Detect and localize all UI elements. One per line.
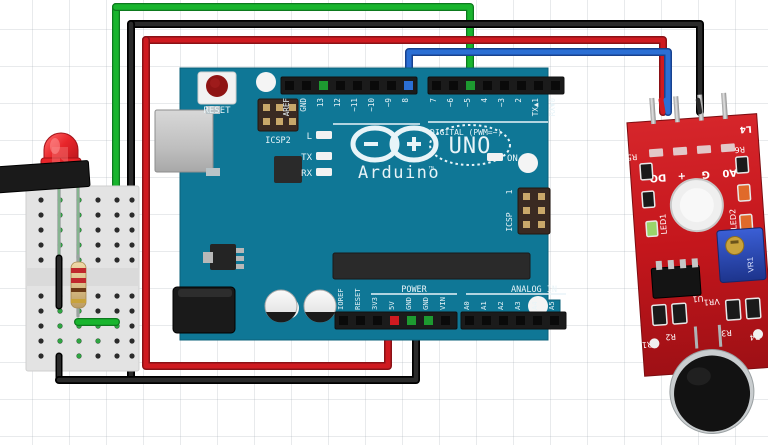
pin-label-2: 2 xyxy=(514,98,523,103)
pin-label-5: ~5 xyxy=(463,98,472,107)
pin-label-6: ~6 xyxy=(446,98,455,108)
mounting-hole-right xyxy=(518,153,538,173)
power-pin-labels: IOREF RESET 3V3 5V GND GND VIN xyxy=(336,288,447,310)
led-label-rx: RX xyxy=(301,169,312,179)
sensor-pin-label-do: DO xyxy=(649,171,667,183)
reset-label: RESET xyxy=(203,106,231,116)
arduino-trademark: ™ xyxy=(428,165,434,174)
sensor-pin-label-plus: + xyxy=(677,170,686,182)
sensor-ref-u1: U1 xyxy=(692,294,704,304)
digital-header-label: DIGITAL (PWM=~) xyxy=(430,128,502,137)
arduino-uno-board: RESET ICSP2 xyxy=(154,67,567,341)
analog-header[interactable] xyxy=(460,311,567,330)
pin-label-gnd: GND xyxy=(299,98,308,112)
power-header[interactable] xyxy=(334,311,458,330)
sensor-right-components xyxy=(734,155,754,231)
icsp-pin1-label: 1 xyxy=(505,189,514,194)
red-power-wire xyxy=(142,36,667,370)
icsp2-label: ICSP2 xyxy=(265,136,291,146)
microcontroller-chip xyxy=(332,252,531,280)
power-jack xyxy=(172,286,236,334)
pin-label-4: 4 xyxy=(480,98,489,103)
power-pin-gnd2: GND xyxy=(421,297,430,310)
usb-interface-chip xyxy=(274,156,302,183)
sensor-left-components xyxy=(639,162,659,238)
sensor-ref-r6: R6 xyxy=(734,145,745,155)
pin-label-13: 13 xyxy=(316,98,325,107)
sound-sensor-module: DO + G A0 xyxy=(0,92,768,435)
capacitors xyxy=(264,289,337,323)
pin-label-12: 12 xyxy=(333,98,342,107)
digital-pin-labels-left: AREF GND 13 12 ~11 ~10 ~9 8 xyxy=(282,98,410,117)
sensor-pin-label-a0: A0 xyxy=(722,166,737,178)
voltage-regulator xyxy=(210,244,236,270)
icsp2-header xyxy=(257,98,299,132)
sensor-ref-r3: R3 xyxy=(721,328,732,338)
power-pin-gnd1: GND xyxy=(404,297,413,310)
sensor-ref-led1: LED1 xyxy=(658,213,668,234)
sensor-ref-vr1: VR1 xyxy=(703,297,720,307)
pin-label-aref: AREF xyxy=(282,98,291,117)
sensor-bottom-components xyxy=(651,297,762,327)
sensor-ref-l4: L4 xyxy=(739,123,752,134)
mounting-hole-bottom-right xyxy=(528,296,548,316)
sensor-header-pins[interactable] xyxy=(649,92,728,125)
analog-pin-a5: A5 xyxy=(547,301,556,310)
analog-pin-a1: A1 xyxy=(479,301,488,310)
power-pin-reset: RESET xyxy=(353,288,362,310)
status-leds: L TX RX ON xyxy=(301,123,518,179)
pin-label-8: 8 xyxy=(401,98,410,103)
resistor xyxy=(70,254,87,318)
icsp-label: ICSP xyxy=(505,212,514,231)
sensor-comparator-ic xyxy=(650,258,702,299)
digital-header-left[interactable] xyxy=(280,76,418,95)
arduino-brand-text: Arduino xyxy=(358,163,440,183)
pin-label-rx0: RX▼0 xyxy=(548,98,557,117)
pin-label-3: ~3 xyxy=(497,98,506,107)
analog-pin-a3: A3 xyxy=(513,301,522,310)
pin-label-tx1: TX▲1 xyxy=(531,98,540,117)
digital-pin-labels-right: 7 ~6 ~5 4 ~3 2 TX▲1 RX▼0 xyxy=(429,98,557,117)
sensor-potentiometer[interactable]: VR1 xyxy=(716,227,767,283)
power-header-label: POWER xyxy=(401,285,427,295)
sensor-pin-label-g: G xyxy=(701,168,710,180)
led-leads xyxy=(57,176,80,260)
pin-label-10: ~10 xyxy=(367,98,376,112)
analog-pin-a4: A4 xyxy=(530,301,539,310)
mounting-hole-top-left xyxy=(256,72,276,92)
led-label-on: ON xyxy=(507,154,518,164)
pin-label-9: ~9 xyxy=(384,98,393,108)
icsp-header xyxy=(517,187,551,235)
sensor-ref-led2: LED2 xyxy=(728,209,738,230)
sensor-ref-r2: R2 xyxy=(665,332,676,342)
sensor-ref-r5: R5 xyxy=(626,152,637,162)
power-pin-5v: 5V xyxy=(387,301,396,310)
power-pin-3v3: 3V3 xyxy=(370,297,379,310)
digital-header-right[interactable] xyxy=(427,76,565,95)
uno-badge-outline xyxy=(429,124,511,166)
reset-button[interactable] xyxy=(197,71,237,105)
sensor-header-block[interactable] xyxy=(0,160,91,194)
pin-label-11: ~11 xyxy=(350,98,359,112)
wire-layer-back xyxy=(52,3,704,382)
analog-pin-a2: A2 xyxy=(496,301,505,310)
power-pin-vin: VIN xyxy=(438,297,447,310)
electret-microphone xyxy=(669,324,755,435)
arduino-logo xyxy=(350,125,439,163)
analog-pin-labels: A0 A1 A2 A3 A4 A5 xyxy=(462,301,556,310)
analog-header-label: ANALOG IN xyxy=(511,285,557,295)
power-pin-ioref: IOREF xyxy=(336,288,345,310)
uno-model-text: UNO xyxy=(449,134,492,159)
sensor-ref-vr1-side: VR1 xyxy=(746,256,756,273)
led-label-l: L xyxy=(307,132,312,142)
sensor-ref-r1: R1 xyxy=(642,340,653,350)
led-label-tx: TX xyxy=(301,153,312,163)
usb-connector xyxy=(154,106,220,176)
wire-endpoints-sensor xyxy=(658,97,703,115)
pin-label-7: 7 xyxy=(429,98,438,103)
analog-pin-a0: A0 xyxy=(462,301,471,310)
